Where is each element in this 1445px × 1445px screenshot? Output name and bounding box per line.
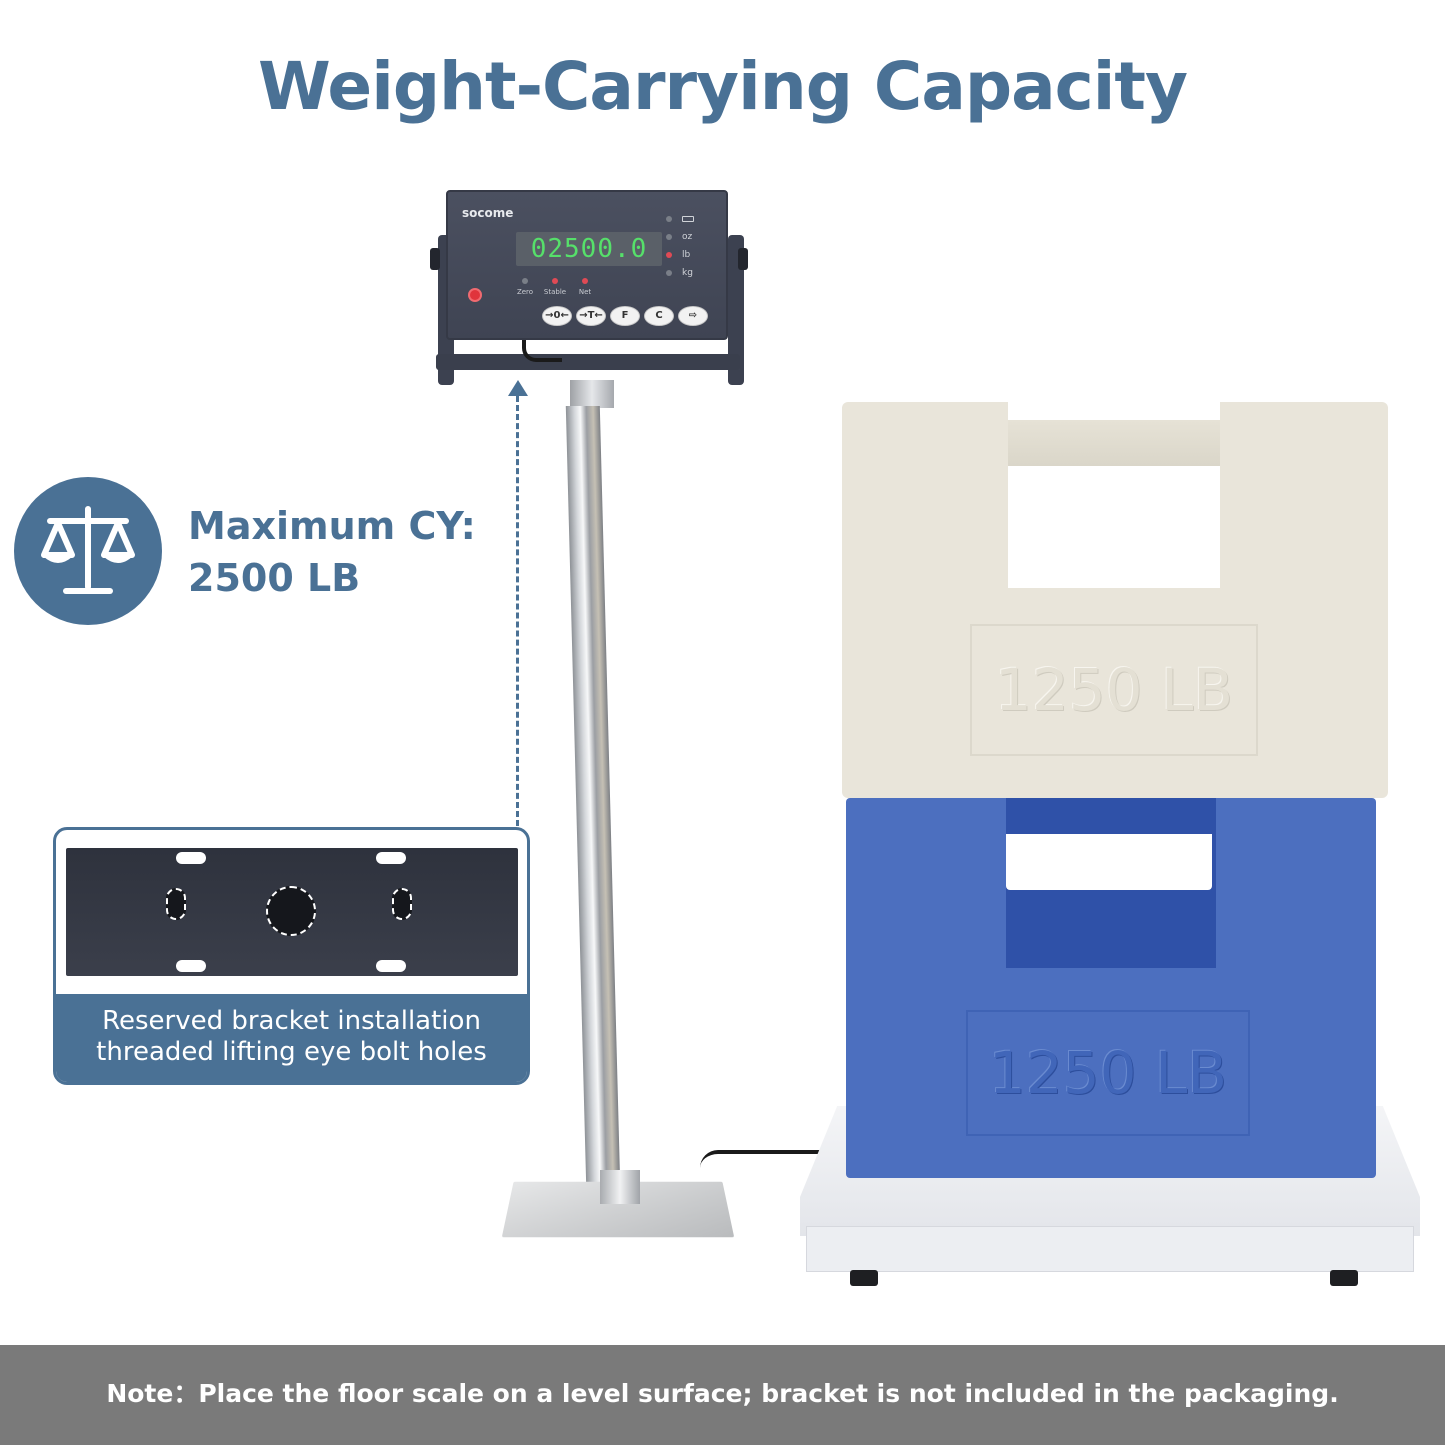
center-bolt-hole bbox=[266, 886, 316, 936]
capacity-badge bbox=[14, 477, 162, 625]
clear-key[interactable]: C bbox=[644, 306, 674, 326]
scale-indicator: socome 02500.0 oz lb kg Zero Stable Net … bbox=[426, 190, 756, 386]
brand-logo: socome bbox=[462, 206, 514, 220]
balance-scale-icon bbox=[41, 506, 135, 594]
keyhole-left bbox=[166, 888, 186, 920]
leveling-foot bbox=[850, 1270, 878, 1286]
unit-oz: oz bbox=[666, 228, 694, 246]
weight-handle bbox=[1008, 420, 1220, 466]
keypad: →0← →T← F C ⇨ bbox=[542, 306, 708, 326]
battery-indicator bbox=[666, 210, 694, 228]
note-text: Note：Place the floor scale on a level su… bbox=[106, 1379, 1339, 1408]
keyhole-right bbox=[392, 888, 412, 920]
function-units-key[interactable]: F bbox=[610, 306, 640, 326]
mounting-slot bbox=[376, 852, 406, 864]
indicator-panel: socome 02500.0 oz lb kg Zero Stable Net … bbox=[446, 190, 728, 340]
mounting-slot bbox=[376, 960, 406, 972]
dashed-connector bbox=[516, 396, 519, 826]
bracket-plate-image bbox=[66, 848, 518, 976]
mounting-slot bbox=[176, 852, 206, 864]
leveling-foot bbox=[1330, 1270, 1358, 1286]
floor-cable bbox=[700, 1150, 820, 1168]
page-title: Weight-Carrying Capacity bbox=[257, 48, 1188, 125]
bracket-arm-right bbox=[728, 235, 744, 385]
tare-key[interactable]: →T← bbox=[576, 306, 606, 326]
note-bar: Note：Place the floor scale on a level su… bbox=[0, 1345, 1445, 1445]
bracket-info-card: Reserved bracket installation threaded l… bbox=[53, 827, 530, 1085]
bracket-caption: Reserved bracket installation threaded l… bbox=[56, 994, 527, 1082]
weight-label: 1250 LB bbox=[966, 1010, 1250, 1136]
mounting-slot bbox=[176, 960, 206, 972]
unit-kg: kg bbox=[666, 264, 694, 282]
power-button[interactable] bbox=[468, 288, 482, 302]
status-lights: Zero Stable Net bbox=[514, 278, 596, 296]
bracket-knob-left bbox=[430, 248, 440, 270]
blue-test-weight: 1250 LB bbox=[846, 798, 1376, 1178]
unit-lb: lb bbox=[666, 246, 694, 264]
unit-indicators: oz lb kg bbox=[666, 210, 694, 282]
indicator-cable bbox=[522, 340, 562, 362]
white-test-weight: 1250 LB bbox=[842, 402, 1388, 798]
status-net: Net bbox=[574, 278, 596, 296]
pole-collar bbox=[570, 380, 614, 408]
stand-base bbox=[488, 1170, 750, 1260]
battery-icon bbox=[682, 216, 694, 222]
print-key[interactable]: ⇨ bbox=[678, 306, 708, 326]
status-stable: Stable bbox=[544, 278, 566, 296]
zero-key[interactable]: →0← bbox=[542, 306, 572, 326]
arrow-up-icon bbox=[508, 380, 528, 396]
status-zero: Zero bbox=[514, 278, 536, 296]
platform-frame bbox=[806, 1226, 1414, 1272]
weight-label: 1250 LB bbox=[970, 624, 1258, 756]
bracket-base bbox=[436, 354, 740, 370]
bracket-knob-right bbox=[738, 248, 748, 270]
weight-display: 02500.0 bbox=[516, 232, 662, 266]
stand-pole bbox=[565, 406, 621, 1186]
max-capacity-label: Maximum CY: 2500 LB bbox=[188, 504, 476, 600]
